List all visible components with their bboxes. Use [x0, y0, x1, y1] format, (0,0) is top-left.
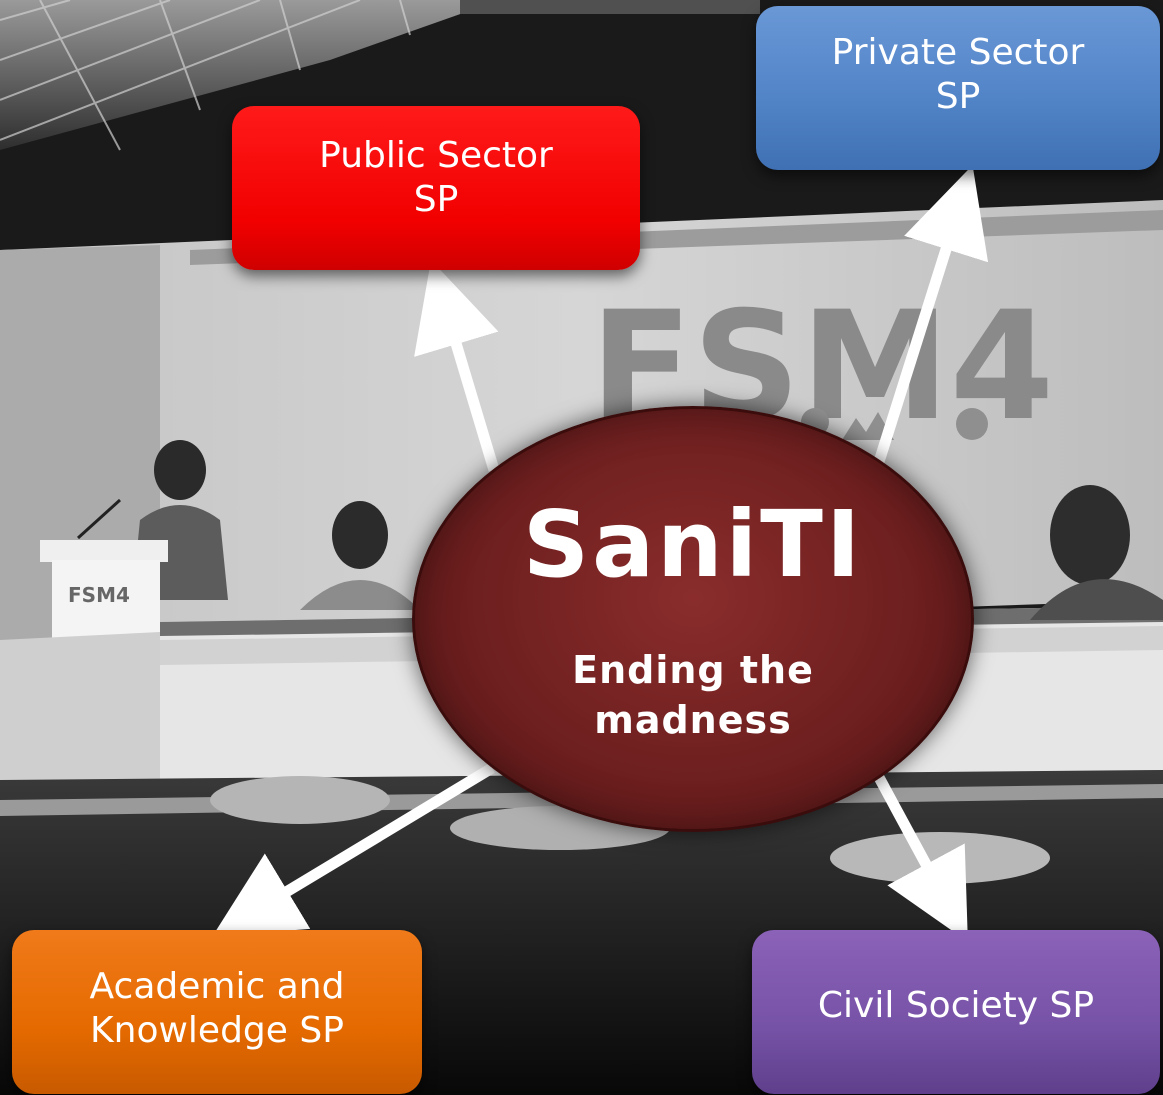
arrow-to-public-sector — [414, 259, 500, 472]
seated-panelist-left — [300, 501, 420, 610]
center-subtitle: Ending the madness — [415, 645, 971, 745]
arrow-to-civil-society — [870, 767, 968, 942]
arrow-to-private-sector — [871, 165, 989, 470]
connector-arrows — [212, 165, 989, 942]
academic-label-line2: Knowledge SP — [90, 1010, 344, 1051]
public-sector-node: Public Sector SP — [232, 106, 640, 270]
academic-knowledge-node: Academic and Knowledge SP — [12, 930, 422, 1094]
civil-society-label: Civil Society SP — [817, 985, 1095, 1026]
academic-label-line1: Academic and — [89, 966, 345, 1007]
ceiling — [0, 0, 760, 151]
saniti-center-node: SaniTI Ending the madness — [412, 406, 974, 832]
private-sector-node: Private Sector SP — [756, 6, 1160, 170]
public-sector-label-line1: Public Sector — [319, 135, 553, 176]
center-subtitle-line2: madness — [594, 698, 792, 742]
private-sector-label-line2: SP — [935, 76, 981, 117]
center-subtitle-line1: Ending the — [572, 648, 814, 692]
arrow-to-academic — [212, 763, 495, 937]
public-sector-label-line2: SP — [413, 179, 459, 220]
center-title: SaniTI — [522, 491, 864, 598]
private-sector-label-line1: Private Sector — [831, 32, 1085, 73]
stage-left-wall — [0, 632, 160, 810]
civil-society-node: Civil Society SP — [752, 930, 1160, 1094]
seated-panelist-right — [1030, 485, 1163, 620]
podium-logo-text: FSM4 — [68, 583, 130, 607]
